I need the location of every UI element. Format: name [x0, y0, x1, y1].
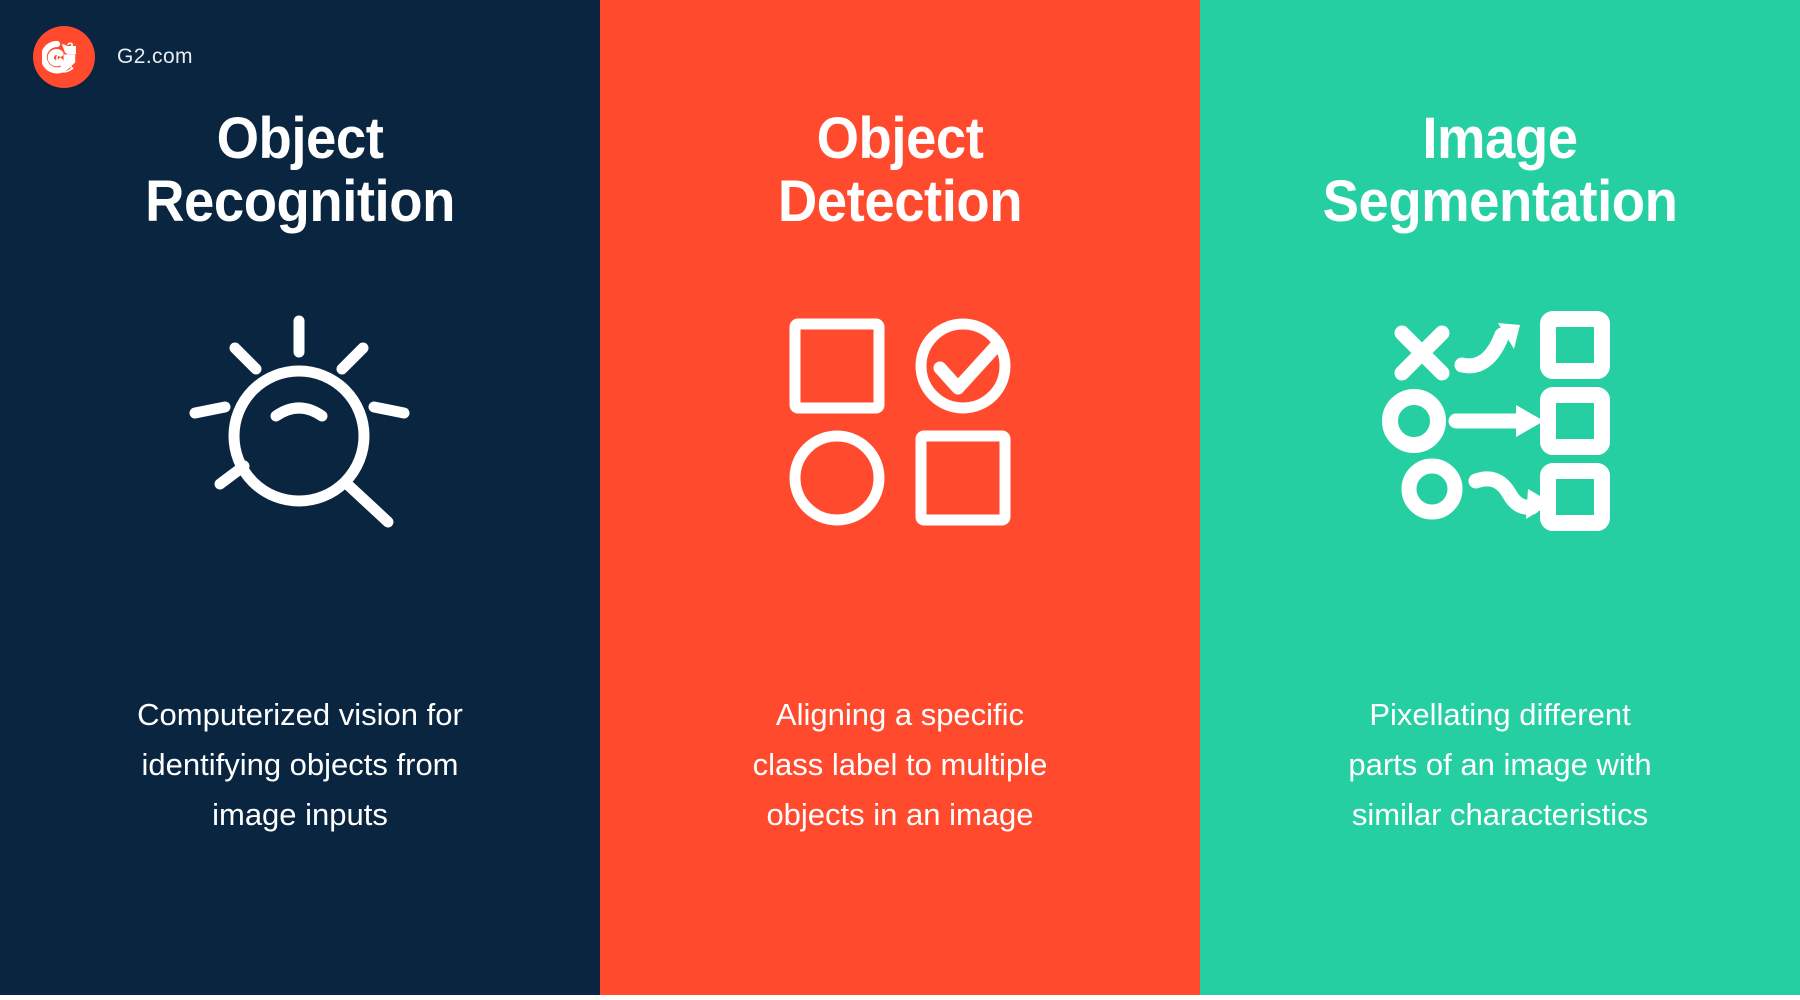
brand: 2 G2.com — [33, 26, 193, 88]
column-object-detection: Object Detection Aligning a specific cla… — [600, 0, 1200, 995]
magnifying-glass-rays-icon — [180, 291, 420, 551]
description-object-recognition: Computerized vision for identifying obje… — [137, 697, 463, 833]
page-title-object-detection: Object Detection — [777, 106, 1023, 234]
column-object-recognition: 2 G2.com Object Recognition — [0, 0, 600, 995]
shapes-arrows-mapping-icon — [1380, 291, 1620, 551]
page-title-image-segmentation: Image Segmentation — [1322, 106, 1678, 234]
description-object-detection: Aligning a specific class label to multi… — [752, 697, 1048, 833]
g2-logo-icon: 2 — [33, 26, 95, 88]
bottom-divider — [0, 995, 1800, 1000]
description-image-segmentation: Pixellating different parts of an image … — [1348, 697, 1652, 833]
site-name: G2.com — [117, 45, 193, 68]
svg-text:2: 2 — [67, 40, 74, 54]
page-title-object-recognition: Object Recognition — [145, 106, 455, 234]
column-image-segmentation: Image Segmentation — [1200, 0, 1800, 995]
shapes-grid-check-icon — [785, 291, 1015, 551]
